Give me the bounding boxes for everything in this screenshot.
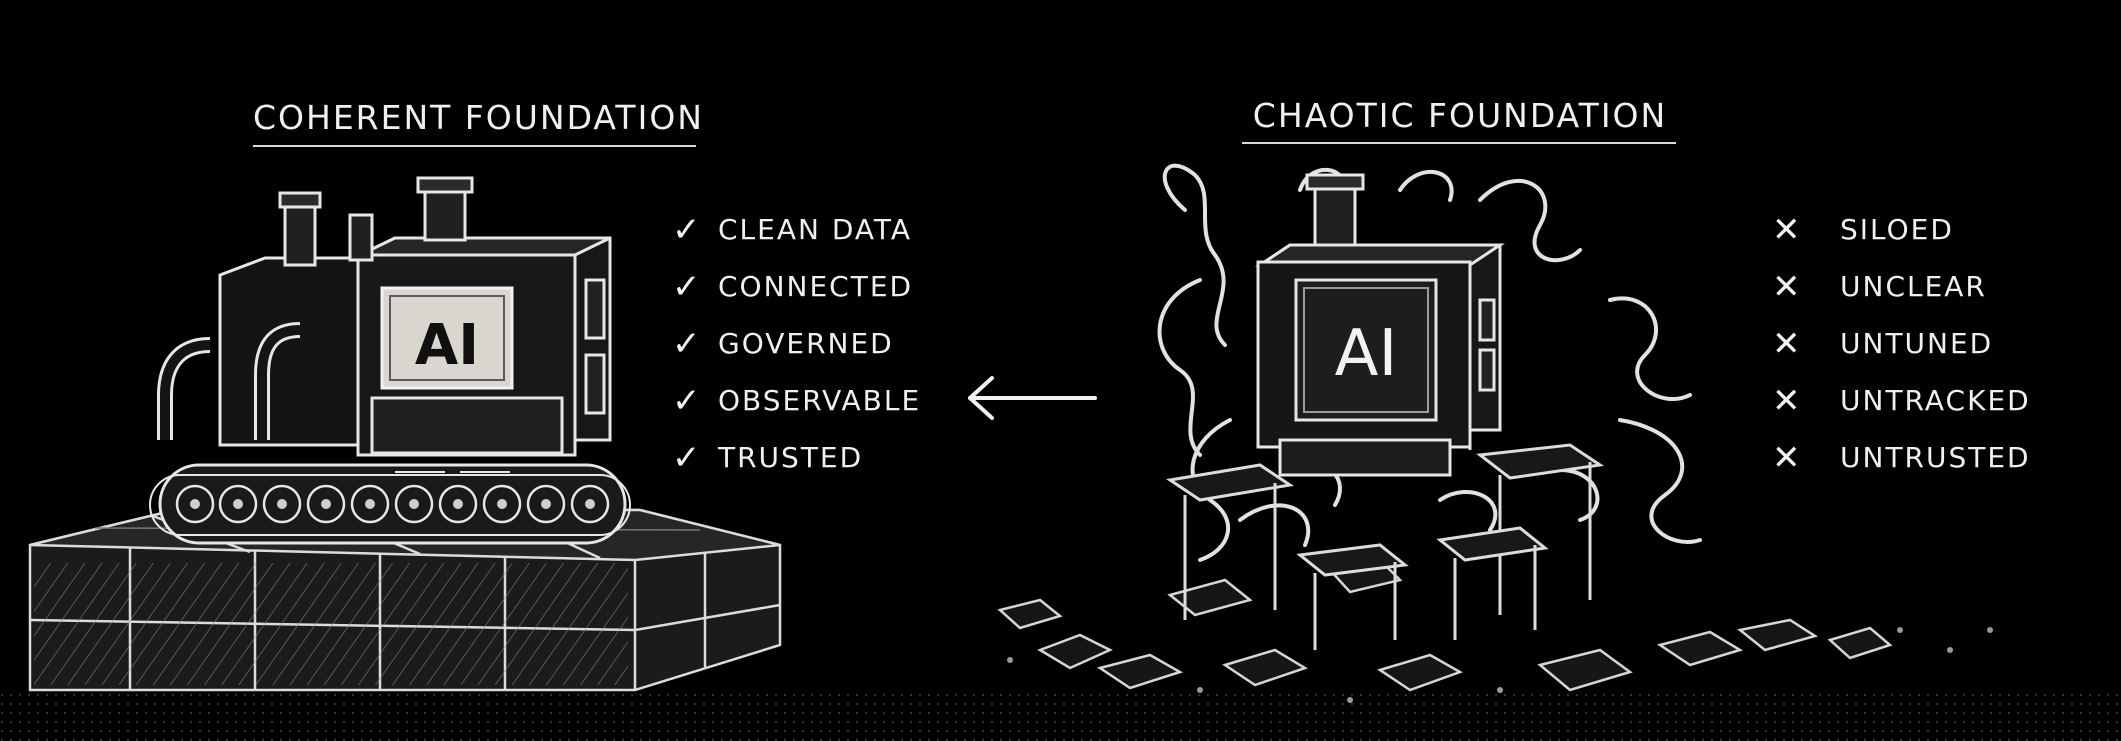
coherent-ai-plate: AI — [380, 286, 514, 390]
cross-icon: ✕ — [1772, 437, 1801, 478]
coherent-ai-machine — [149, 176, 631, 545]
list-item: ✕ UNTRACKED — [1772, 372, 2031, 429]
quality-label: CONNECTED — [718, 270, 914, 303]
list-item: ✓ GOVERNED — [672, 315, 921, 372]
check-icon: ✓ — [672, 323, 701, 364]
cross-icon: ✕ — [1772, 209, 1801, 250]
list-item: ✕ UNTRUSTED — [1772, 429, 2031, 486]
coherent-heading-underline — [253, 145, 696, 147]
check-icon: ✓ — [672, 209, 701, 250]
problem-label: UNCLEAR — [1840, 270, 1987, 303]
quality-label: TRUSTED — [718, 441, 864, 474]
chaotic-heading-underline — [1242, 142, 1676, 144]
arrow-left-icon — [968, 376, 1097, 420]
problem-label: UNTUNED — [1840, 327, 1994, 360]
check-icon: ✓ — [672, 266, 701, 307]
coherent-qualities-list: ✓ CLEAN DATA ✓ CONNECTED ✓ GOVERNED ✓ OB… — [672, 201, 921, 486]
list-item: ✕ UNCLEAR — [1772, 258, 2031, 315]
list-item: ✕ SILOED — [1772, 201, 2031, 258]
coherent-foundation-heading: COHERENT FOUNDATION — [253, 98, 704, 137]
tangled-cables — [1157, 163, 1702, 562]
broken-stools — [1166, 443, 1605, 650]
problem-label: SILOED — [1840, 213, 1954, 246]
cross-icon: ✕ — [1772, 266, 1801, 307]
check-icon: ✓ — [672, 380, 701, 421]
cross-icon: ✕ — [1772, 380, 1801, 421]
chaotic-foundation-heading: CHAOTIC FOUNDATION — [1252, 96, 1668, 135]
chaotic-ai-plate-label: AI — [1335, 317, 1398, 391]
chaotic-ai-machine — [1255, 173, 1505, 477]
check-icon: ✓ — [672, 437, 701, 478]
debris-pile — [997, 558, 1893, 692]
coherent-ai-plate-label: AI — [415, 313, 479, 378]
quality-label: CLEAN DATA — [718, 213, 912, 246]
list-item: ✕ UNTUNED — [1772, 315, 2031, 372]
problem-label: UNTRUSTED — [1840, 441, 2031, 474]
quality-label: GOVERNED — [718, 327, 894, 360]
list-item: ✓ CLEAN DATA — [672, 201, 921, 258]
chaotic-problems-list: ✕ SILOED ✕ UNCLEAR ✕ UNTUNED ✕ UNTRACKED… — [1772, 201, 2031, 486]
quality-label: OBSERVABLE — [718, 384, 922, 417]
problem-label: UNTRACKED — [1840, 384, 2031, 417]
list-item: ✓ OBSERVABLE — [672, 372, 921, 429]
cross-icon: ✕ — [1772, 323, 1801, 364]
list-item: ✓ TRUSTED — [672, 429, 921, 486]
list-item: ✓ CONNECTED — [672, 258, 921, 315]
